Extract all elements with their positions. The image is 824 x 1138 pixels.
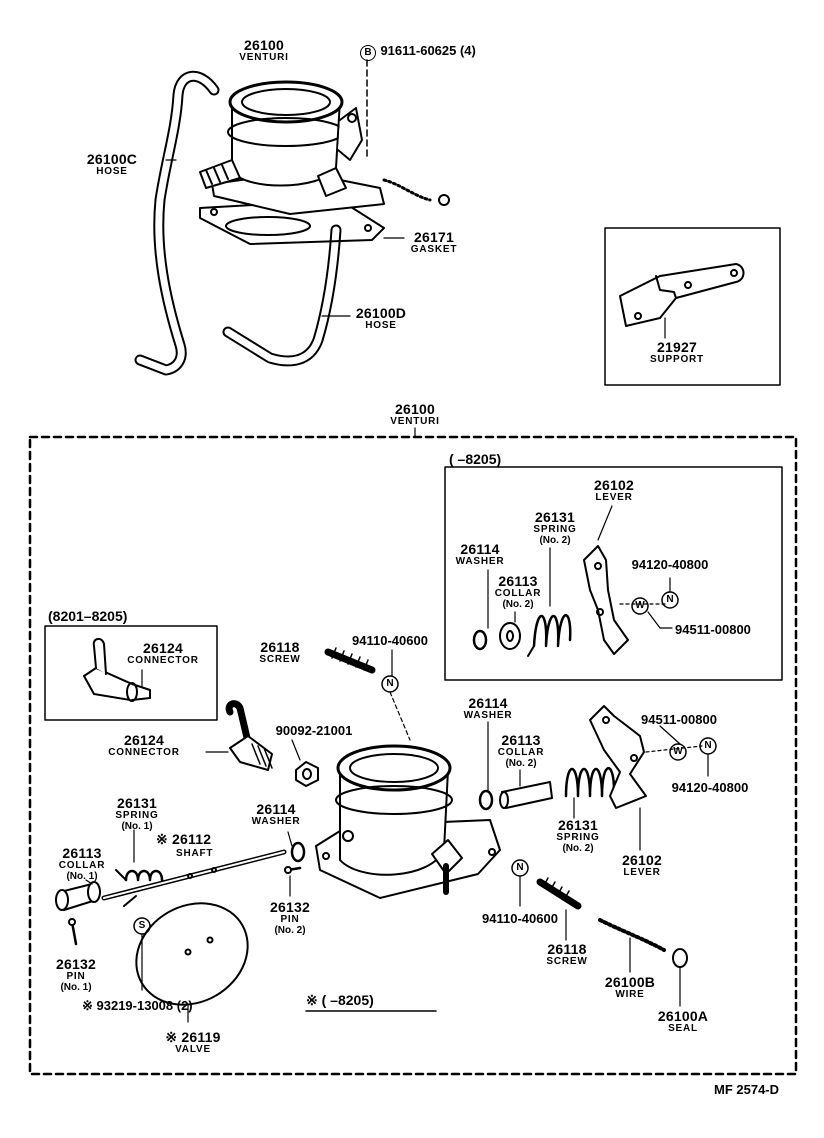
- shaft-26112-drawing: [101, 849, 287, 907]
- lever-subassembly-box: [444, 466, 783, 681]
- bolt-symbol-b: B: [360, 45, 376, 61]
- lever-subassembly-drawing: [472, 545, 669, 657]
- label-range-8201-8205: (8201–8205): [48, 608, 128, 624]
- connector-26124-main-drawing: [225, 700, 319, 787]
- seal-26100a-drawing: [672, 948, 688, 968]
- washer-symbol-w-sub: W: [635, 600, 645, 611]
- nut-symbol-n-main: N: [704, 740, 712, 751]
- screw-symbol-s: S: [138, 920, 146, 931]
- label-94110-nut-upper: 94110-40600: [352, 633, 428, 648]
- lever-26102-main-drawing: [478, 705, 703, 811]
- venturi-kit-dashed-frame: [28, 435, 798, 1076]
- collar-26113-no1-drawing: [55, 881, 101, 911]
- top-venturi-assembly: [134, 70, 450, 376]
- support-box-frame: [604, 227, 781, 386]
- label-94110-nut-lower: 94110-40600: [482, 911, 558, 926]
- label-94120-nut-main: 94120-40800: [671, 780, 749, 795]
- diagram-code: MF 2574-D: [714, 1082, 780, 1097]
- support-21927-drawing: [619, 263, 745, 327]
- nut-symbol-n-lower: N: [516, 862, 524, 873]
- label-94511-washer-sub: 94511-00800: [675, 622, 751, 637]
- connector-subassembly-box: [44, 625, 218, 721]
- label-94120-nut-sub: 94120-40800: [631, 557, 709, 572]
- label-26119-valve: ※ 26119 VALVE: [165, 1029, 221, 1055]
- label-range-8205: ( –8205): [449, 451, 502, 467]
- venturi-main-drawing: [315, 744, 501, 899]
- label-94511-washer-main: 94511-00800: [641, 712, 717, 727]
- label-93219-screw: ※ 93219-13008 (2): [82, 998, 193, 1013]
- wire-26100b-drawing: [598, 918, 666, 952]
- label-91611-bolt: B 91611-60625 (4): [360, 43, 476, 61]
- nut-symbol-n-upper: N: [386, 678, 394, 689]
- connector-26124-small-drawing: [83, 638, 151, 702]
- label-90092-nut: 90092-21001: [275, 723, 353, 738]
- screw-26118-lower-drawing: [536, 877, 582, 910]
- washer-symbol-w-main: W: [673, 746, 683, 757]
- note-8205-applicability: ※ ( –8205): [306, 992, 374, 1008]
- screw-26118-upper-drawing: [324, 647, 376, 674]
- label-26112-shaft: ※ 26112 SHAFT: [156, 831, 214, 859]
- nut-symbol-n-sub: N: [666, 594, 674, 605]
